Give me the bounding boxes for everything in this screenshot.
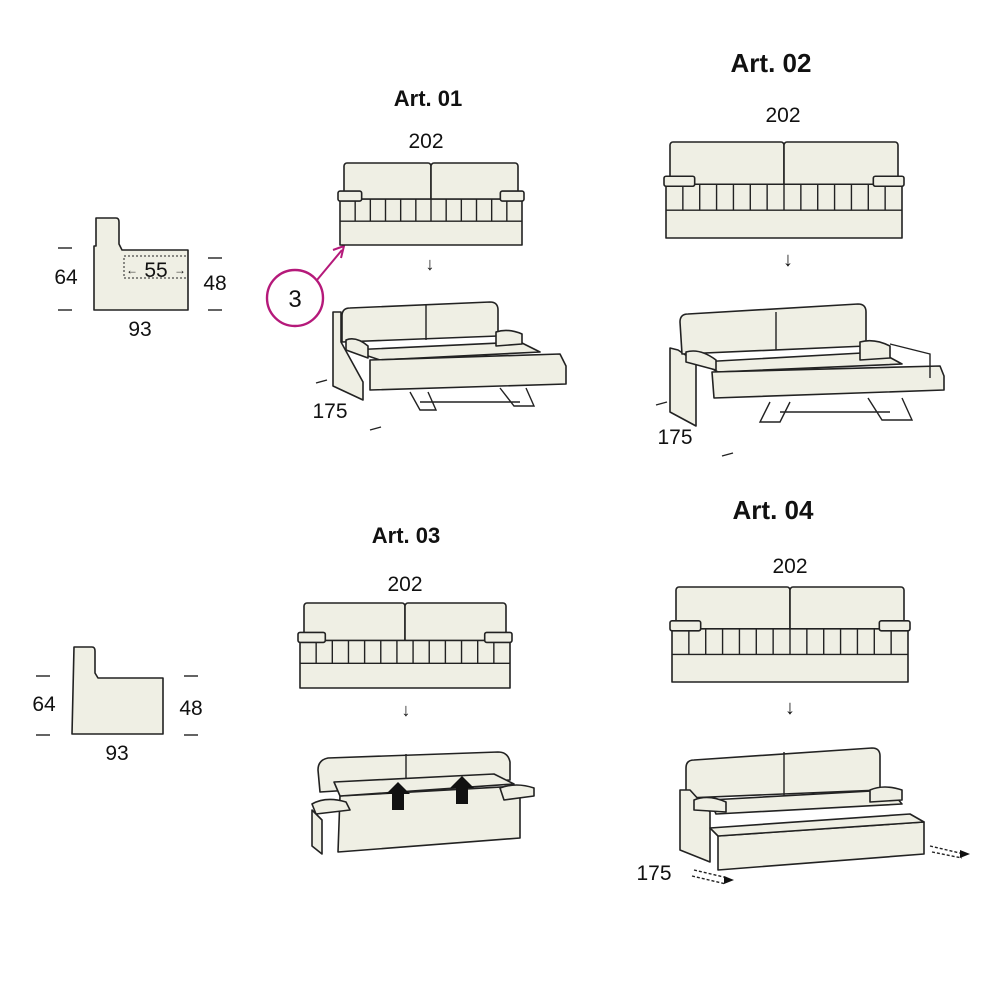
seat-depth-arrow-left: ← [126, 263, 138, 277]
art-02-width: 202 [765, 104, 800, 127]
art-02-bed-length: 175 [657, 426, 692, 449]
side-depth-label: 93 [128, 318, 151, 341]
art-03-front-view [297, 602, 513, 689]
callout-label: 3 [288, 286, 301, 313]
art-01-width: 202 [408, 130, 443, 153]
art-03-transform-arrow: ↓ [402, 700, 411, 720]
art-02-transform-arrow: ↓ [783, 249, 793, 271]
art-01-title: Art. 01 [394, 86, 462, 111]
art-04-transform-arrow: ↓ [785, 697, 795, 719]
art-04-bed-length: 175 [636, 862, 671, 885]
art-01-bed-length: 175 [312, 400, 347, 423]
art-01-front-view [337, 162, 525, 246]
side-seat-height-label: 48 [203, 272, 226, 295]
seat-depth-label: 55 [144, 259, 167, 282]
art-03-width: 202 [387, 573, 422, 596]
art-01-open-bed [315, 301, 567, 431]
art-02-title: Art. 02 [731, 48, 812, 78]
art-04-title: Art. 04 [733, 495, 814, 525]
side-depth-label-2: 93 [105, 742, 128, 765]
art-04-open-storage [679, 747, 970, 885]
side-height-label-2: 64 [32, 693, 56, 716]
side-view-2: 64 48 93 [32, 646, 203, 765]
art-03-title: Art. 03 [372, 523, 440, 548]
art-02-open-bed [655, 303, 945, 457]
art-02-front-view [663, 141, 905, 239]
art-03-open-storage [311, 751, 535, 855]
art-04-front-view [669, 586, 911, 683]
side-view-1: 64 48 93 55 ← → [54, 217, 227, 341]
callout-3: 3 [265, 244, 346, 328]
art-04-width: 202 [772, 555, 807, 578]
side-height-label: 64 [54, 266, 78, 289]
seat-depth-arrow-right: → [174, 263, 186, 277]
art-01-transform-arrow: ↓ [426, 254, 435, 274]
side-seat-height-label-2: 48 [179, 697, 202, 720]
